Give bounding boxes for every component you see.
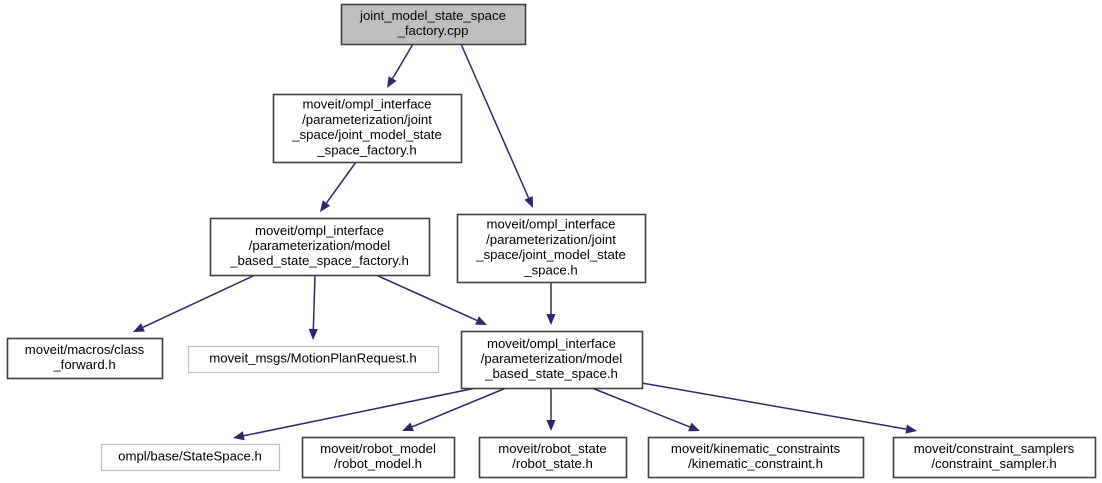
node-box[interactable] [647, 436, 865, 479]
edge-root-to-jmss_h [460, 43, 533, 208]
arrowhead-icon [387, 76, 397, 88]
node-label-line: moveit/robot_state [498, 441, 607, 456]
graph-node-constraint_sampler_h[interactable]: moveit/constraint_samplers/constraint_sa… [892, 436, 1097, 479]
edge-mbss_h-to-robot_state_h [546, 388, 556, 431]
edge-mbss_h-to-robot_model_h [402, 387, 507, 432]
arrowhead-icon [524, 196, 533, 208]
arrowhead-icon [688, 422, 700, 432]
edge-jmss_h-to-mbss_h [546, 282, 556, 325]
edge-line [391, 43, 414, 79]
node-label-line: /parameterization/joint [486, 232, 616, 247]
edge-mbss_factory_h-to-class_forward_h [133, 274, 256, 332]
node-box[interactable] [456, 213, 647, 284]
arrowhead-icon [308, 328, 318, 340]
node-label-line: /parameterization/model [481, 351, 623, 366]
node-label-line: moveit/ompl_interface [255, 223, 384, 238]
node-label-line: _space_factory.h [316, 142, 416, 157]
node-box[interactable] [187, 345, 440, 374]
arrowhead-icon [905, 424, 917, 434]
node-label-line: _space.h [523, 262, 578, 277]
graph-node-root[interactable]: joint_model_state_space_factory.cpp [340, 3, 527, 46]
node-label-line: ompl/base/StateSpace.h [118, 448, 262, 463]
edge-line [312, 274, 316, 330]
node-label-line: /constraint_sampler.h [931, 456, 1056, 471]
arrowhead-icon [402, 422, 414, 432]
arrowhead-icon [133, 323, 145, 332]
edge-line [460, 43, 530, 199]
node-label-line: _space/joint_model_state [475, 247, 626, 262]
graph-node-kinematic_constraint_h[interactable]: moveit/kinematic_constraints/kinematic_c… [647, 436, 865, 479]
graph-node-mbss_factory_h[interactable]: moveit/ompl_interface/parameterization/m… [209, 217, 431, 277]
node-label-line: _space/joint_model_state [291, 127, 442, 142]
node-label-line: /parameterization/model [249, 238, 391, 253]
node-label-line: moveit/constraint_samplers [914, 441, 1075, 456]
edge-line [591, 387, 691, 428]
node-label-line: joint_model_state_space [359, 8, 506, 23]
node-box[interactable] [478, 436, 628, 479]
node-label-line: moveit/ompl_interface [487, 336, 616, 351]
node-box[interactable] [301, 436, 456, 479]
edge-line [142, 274, 256, 329]
node-box[interactable] [892, 436, 1097, 479]
edge-line [635, 381, 907, 430]
arrowhead-icon [546, 420, 556, 431]
node-label-line: _factory.cpp [397, 23, 469, 38]
node-box[interactable] [340, 3, 527, 46]
node-label-line: /kinematic_constraint.h [688, 456, 823, 471]
edge-mbss_factory_h-to-motion_plan_request_h [308, 274, 318, 340]
arrowhead-icon [320, 200, 331, 212]
node-label-line: moveit_msgs/MotionPlanRequest.h [209, 350, 416, 365]
edge-line [325, 161, 357, 204]
node-label-line: /robot_state.h [512, 456, 593, 471]
edge-mbss_h-to-constraint_sampler_h [635, 381, 917, 434]
graph-node-motion_plan_request_h[interactable]: moveit_msgs/MotionPlanRequest.h [187, 345, 440, 374]
node-label-line: _forward.h [52, 357, 115, 372]
node-label-line: _based_state_space.h [484, 366, 618, 381]
node-label-line: /parameterization/joint [302, 112, 432, 127]
node-box[interactable] [209, 217, 431, 277]
graph-node-jmss_h[interactable]: moveit/ompl_interface/parameterization/j… [456, 213, 647, 284]
arrowhead-icon [475, 316, 487, 325]
node-label-line: _based_state_space_factory.h [229, 253, 409, 268]
node-label-line: moveit/ompl_interface [302, 97, 431, 112]
node-label-line: moveit/kinematic_constraints [671, 441, 841, 456]
node-label-line: /robot_model.h [334, 456, 422, 471]
edge-jmss_factory_h-to-mbss_factory_h [320, 161, 357, 212]
edge-mbss_factory_h-to-mbss_h [375, 274, 487, 325]
edge-line [243, 387, 477, 437]
graph-node-robot_state_h[interactable]: moveit/robot_state/robot_state.h [478, 436, 628, 479]
edges-layer [133, 43, 917, 441]
graph-node-jmss_factory_h[interactable]: moveit/ompl_interface/parameterization/j… [272, 93, 463, 164]
node-label-line: moveit/macros/class [25, 342, 145, 357]
arrowhead-icon [233, 431, 245, 441]
node-box[interactable] [460, 330, 644, 390]
edge-line [375, 274, 478, 322]
nodes-layer: joint_model_state_space_factory.cppmovei… [6, 3, 1097, 479]
arrowhead-icon [546, 314, 556, 325]
graph-node-robot_model_h[interactable]: moveit/robot_model/robot_model.h [301, 436, 456, 479]
edge-line [411, 387, 507, 428]
graph-node-statespace_h[interactable]: ompl/base/StateSpace.h [100, 443, 281, 472]
edge-mbss_h-to-statespace_h [233, 387, 477, 441]
node-label-line: moveit/robot_model [320, 441, 436, 456]
graph-node-mbss_h[interactable]: moveit/ompl_interface/parameterization/m… [460, 330, 644, 390]
node-box[interactable] [100, 443, 281, 472]
edge-mbss_h-to-kinematic_constraint_h [591, 387, 700, 432]
node-box[interactable] [272, 93, 463, 164]
graph-node-class_forward_h[interactable]: moveit/macros/class_forward.h [6, 337, 164, 380]
node-box[interactable] [6, 337, 164, 380]
node-label-line: moveit/ompl_interface [486, 217, 615, 232]
edge-root-to-jmss_factory_h [387, 43, 414, 88]
